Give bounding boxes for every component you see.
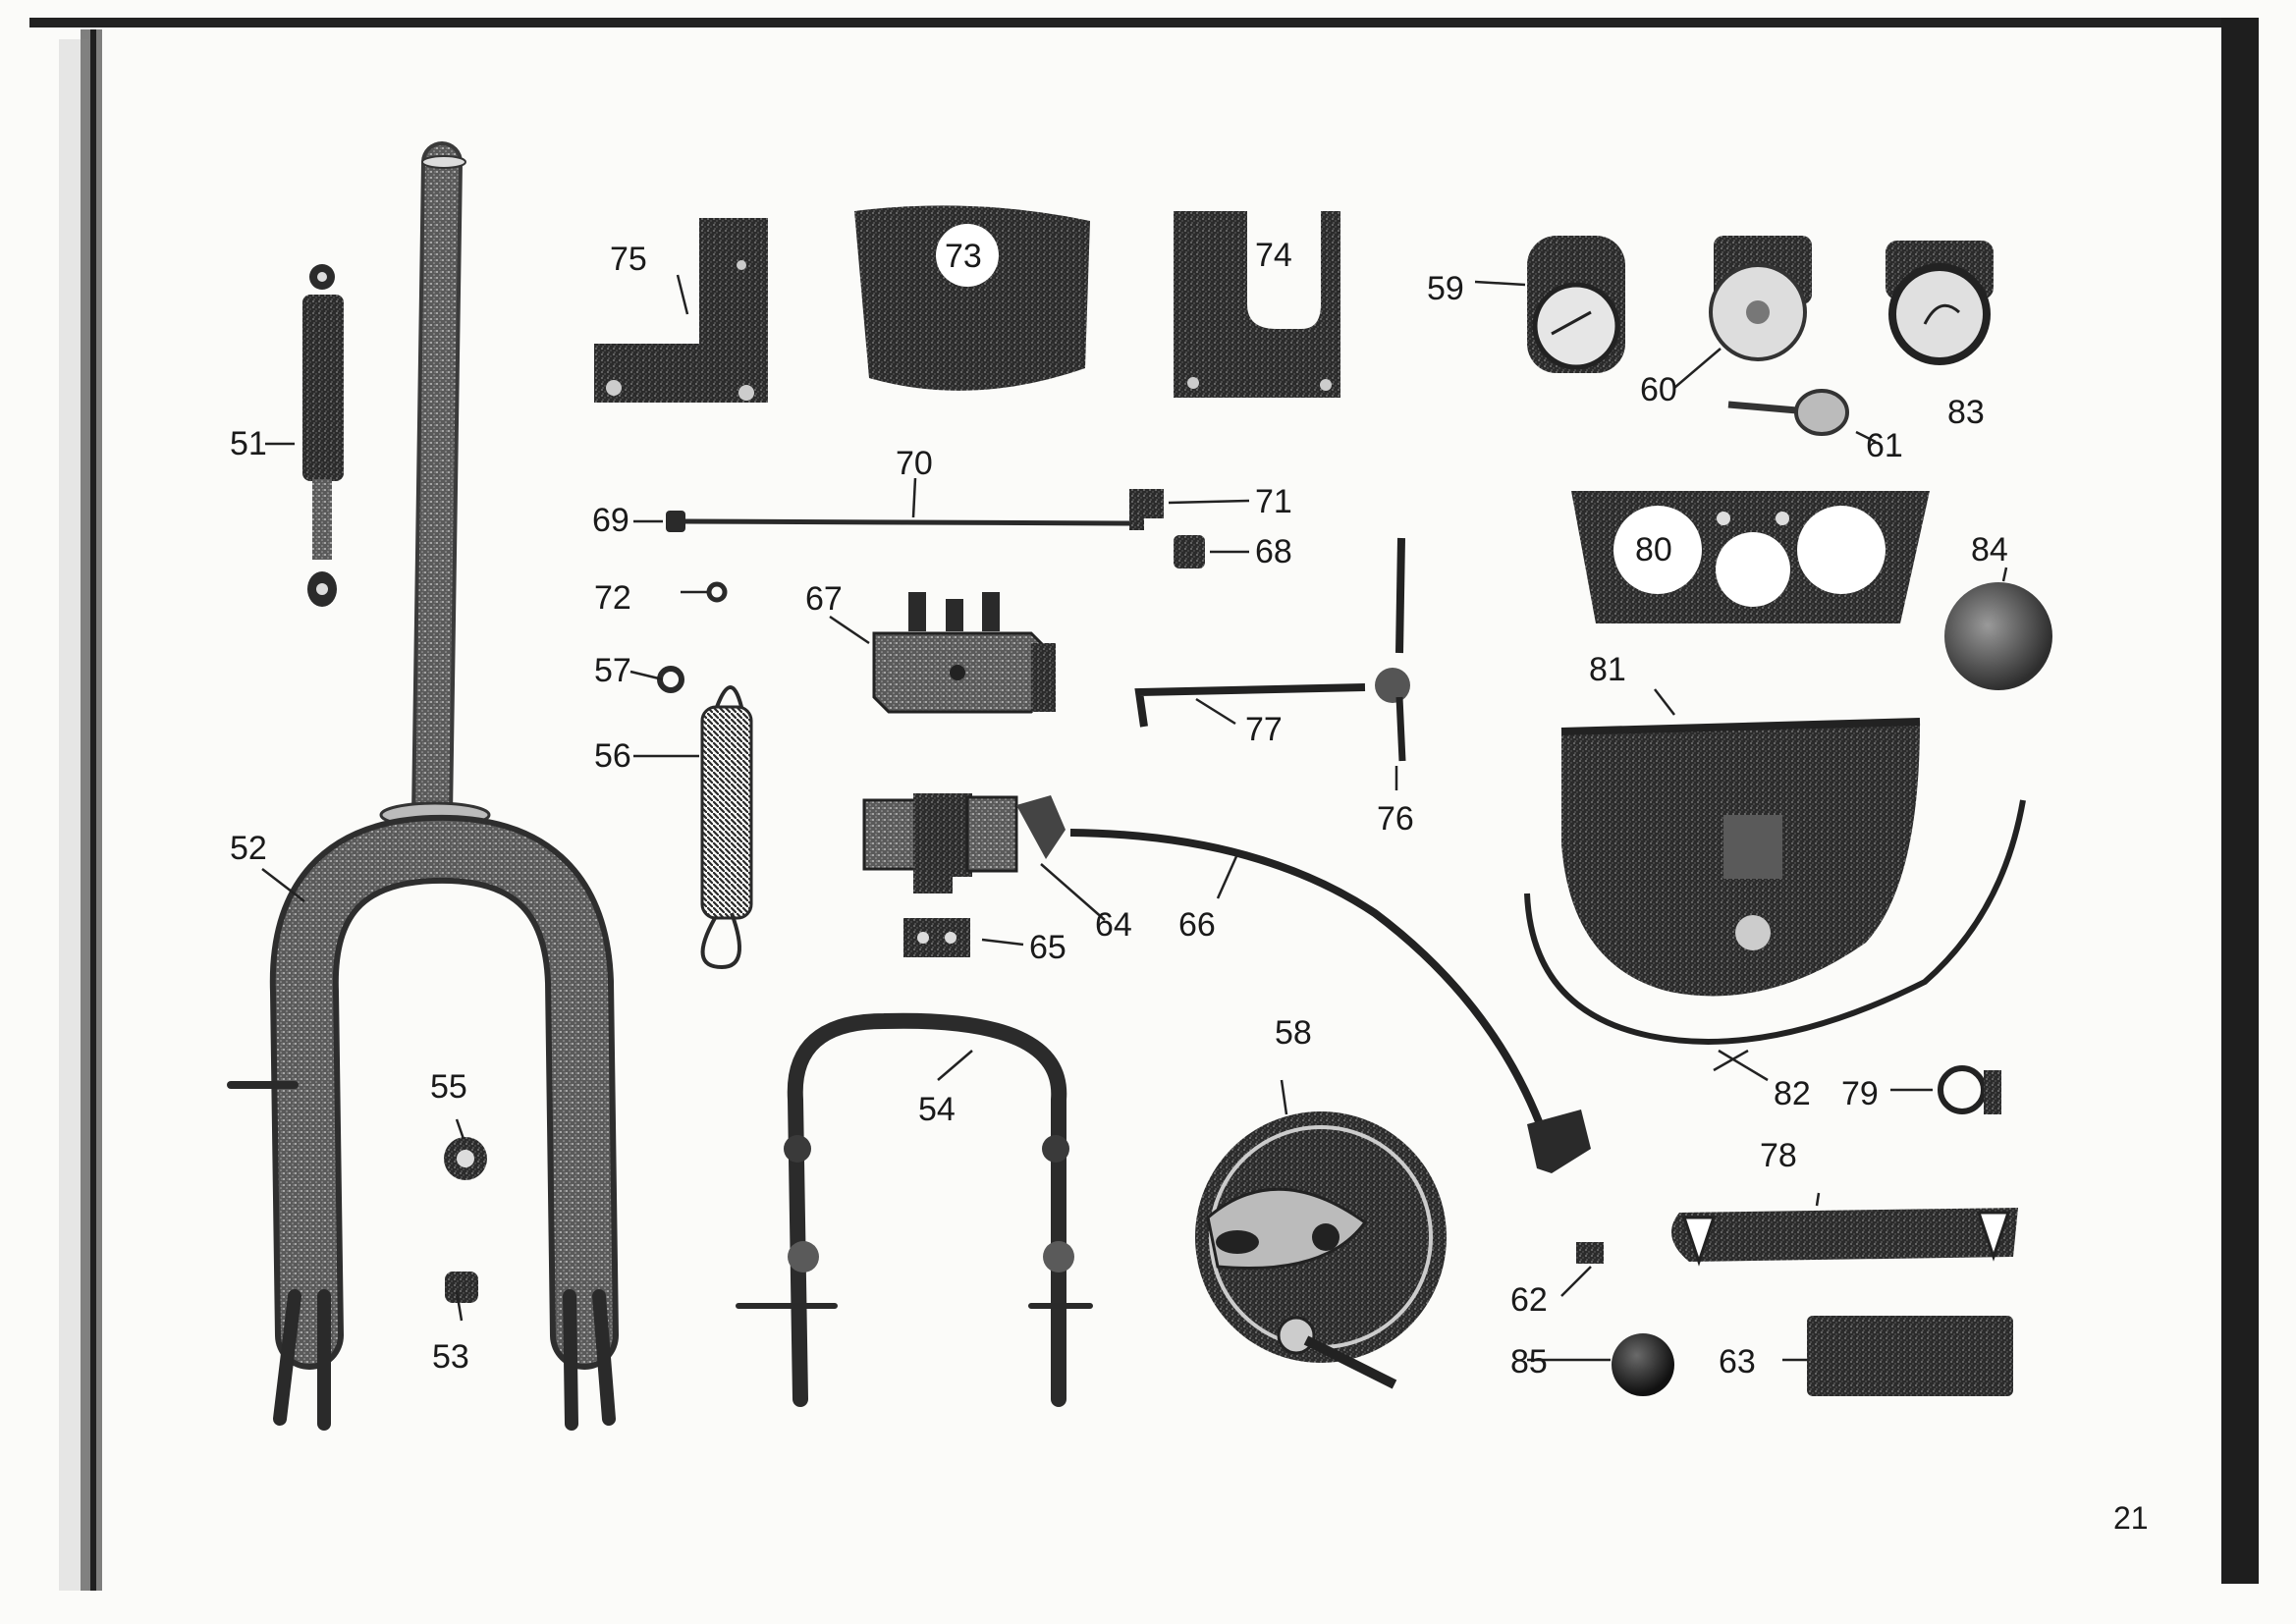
- part-coil-bracket: [903, 918, 970, 957]
- callout-81: 81: [1589, 651, 1626, 688]
- callout-60: 60: [1640, 371, 1677, 408]
- callout-70: 70: [896, 445, 933, 482]
- part-nut-large: [444, 1137, 487, 1180]
- callout-72: 72: [594, 579, 631, 617]
- part-ignition-key: [1727, 389, 1849, 436]
- callout-64: 64: [1095, 906, 1132, 944]
- callout-61: 61: [1866, 427, 1903, 464]
- part-cover-l: [594, 218, 768, 403]
- part-hv-cable: [1069, 829, 1591, 1173]
- callout-73: 73: [945, 238, 982, 275]
- callout-62: 62: [1510, 1281, 1548, 1319]
- part-strap: [1671, 1208, 2018, 1267]
- callout-82: 82: [1774, 1075, 1811, 1112]
- callout-67: 67: [805, 580, 843, 618]
- callout-51: 51: [230, 425, 267, 462]
- callout-53: 53: [432, 1338, 469, 1376]
- part-rubber-pad: [1807, 1316, 2013, 1396]
- callout-80: 80: [1635, 531, 1672, 568]
- part-nut-small: [445, 1272, 478, 1303]
- callout-79: 79: [1841, 1075, 1879, 1112]
- part-tension-spring: [700, 685, 753, 970]
- callout-68: 68: [1255, 533, 1292, 570]
- callout-85: 85: [1510, 1343, 1548, 1380]
- part-control-cable: [666, 489, 1205, 603]
- callout-74: 74: [1255, 237, 1292, 274]
- part-glass-ball: [1944, 582, 2052, 690]
- callout-57: 57: [594, 652, 631, 689]
- callout-63: 63: [1719, 1343, 1756, 1380]
- page-borders: [29, 18, 2259, 1591]
- page-number: 21: [2113, 1500, 2149, 1536]
- part-rubber-strip: [1524, 799, 2026, 1045]
- callout-84: 84: [1971, 531, 2008, 568]
- part-speedometer: [1527, 236, 1625, 373]
- part-terminal-clip: [1576, 1242, 1604, 1264]
- part-washer: [657, 666, 684, 693]
- part-handlebar-frame: [736, 1012, 1093, 1407]
- part-instrument-panel: [1571, 491, 1930, 623]
- part-rubber-knob: [1612, 1333, 1674, 1396]
- callout-75: 75: [610, 241, 647, 278]
- callout-52: 52: [230, 830, 267, 867]
- part-cover-slotted: [1174, 211, 1340, 398]
- callout-56: 56: [594, 737, 631, 775]
- callout-66: 66: [1178, 906, 1216, 944]
- part-headlamp-shell: [1560, 718, 1921, 997]
- part-front-fork: [227, 141, 619, 1431]
- callout-54: 54: [918, 1091, 956, 1128]
- part-shock-absorber: [302, 264, 344, 607]
- part-ignition-switch: [1709, 236, 1812, 361]
- part-bulb-holder: [1938, 1065, 2001, 1114]
- callout-83: 83: [1947, 394, 1985, 431]
- part-fuel-tap: [1375, 537, 1410, 762]
- callout-65: 65: [1029, 929, 1066, 966]
- part-headlamp-cover: [854, 205, 1090, 391]
- callout-71: 71: [1255, 483, 1292, 520]
- callout-69: 69: [592, 502, 629, 539]
- part-tachometer: [1886, 241, 1994, 365]
- leader-lines: [261, 274, 2008, 1362]
- part-ignition-coil: [862, 793, 1066, 893]
- part-tap-rod: [1134, 683, 1366, 728]
- part-switch-block: [872, 592, 1056, 714]
- callout-78: 78: [1760, 1137, 1797, 1174]
- callout-77: 77: [1245, 711, 1283, 748]
- callout-76: 76: [1377, 800, 1414, 838]
- part-brake-drum-plate: [1195, 1111, 1447, 1389]
- callout-55: 55: [430, 1068, 467, 1106]
- callout-58: 58: [1275, 1014, 1312, 1052]
- callout-59: 59: [1427, 270, 1464, 307]
